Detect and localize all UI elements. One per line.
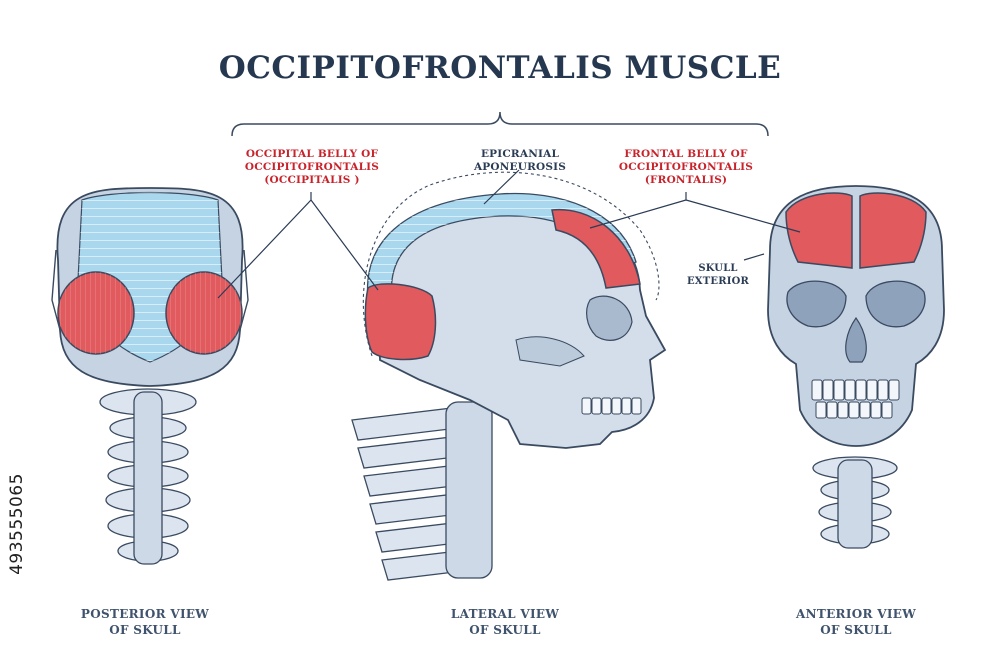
caption-line: ANTERIOR VIEW: [796, 607, 916, 621]
label-line: EXTERIOR: [686, 276, 750, 287]
label-line: OCCIPITOFRONTALIS: [244, 161, 380, 173]
label-frontal-belly: FRONTAL BELLY OF OCCIPITOFRONTALIS (FRON…: [596, 148, 776, 187]
anterior-frontalis-right: [859, 192, 927, 269]
anterior-frontalis-left: [785, 192, 853, 269]
caption-line: OF SKULL: [820, 623, 892, 637]
lateral-spine: [351, 401, 493, 581]
caption-line: OF SKULL: [109, 623, 181, 637]
caption-line: POSTERIOR VIEW: [80, 607, 210, 621]
caption-anterior-view: ANTERIOR VIEW OF SKULL: [771, 606, 941, 638]
lateral-teeth: [581, 397, 642, 415]
lateral-skull: [351, 171, 667, 581]
label-line: OCCIPITOFRONTALIS: [618, 161, 754, 173]
title-bracket: [231, 111, 769, 137]
anterior-eye-left: [786, 280, 847, 328]
caption-posterior-view: POSTERIOR VIEW OF SKULL: [60, 606, 230, 638]
label-line: EPICRANIAL: [480, 148, 560, 160]
label-epicranial-aponeurosis: EPICRANIAL APONEUROSIS: [455, 148, 585, 174]
lateral-occipitalis: [364, 283, 437, 361]
label-line: FRONTAL BELLY OF: [624, 148, 748, 160]
caption-lateral-view: LATERAL VIEW OF SKULL: [420, 606, 590, 638]
posterior-spine: [99, 388, 197, 565]
caption-line: LATERAL VIEW: [450, 607, 560, 621]
leader-lines: [217, 169, 801, 299]
posterior-skull: [51, 187, 249, 565]
anterior-teeth: [811, 379, 900, 419]
anterior-skull: [767, 185, 945, 549]
lateral-frontalis: [551, 208, 641, 289]
label-line: (FRONTALIS): [644, 174, 728, 186]
caption-line: OF SKULL: [469, 623, 541, 637]
anterior-eye-right: [865, 280, 926, 328]
diagram-title: OCCIPITOFRONTALIS MUSCLE: [218, 50, 782, 86]
anterior-spine: [812, 456, 898, 549]
label-occipital-belly: OCCIPITAL BELLY OF OCCIPITOFRONTALIS (OC…: [222, 148, 402, 187]
label-line: (OCCIPITALIS ): [264, 174, 360, 186]
anterior-nose: [845, 316, 867, 363]
lateral-head-outline: [362, 171, 660, 357]
label-skull-exterior: SKULL EXTERIOR: [680, 262, 756, 288]
label-line: OCCIPITAL BELLY OF: [245, 148, 379, 160]
label-line: SKULL: [698, 263, 738, 274]
stock-id: 493555065: [7, 424, 27, 624]
stock-id-text: 493555065: [7, 473, 27, 575]
label-line: APONEUROSIS: [473, 161, 567, 173]
